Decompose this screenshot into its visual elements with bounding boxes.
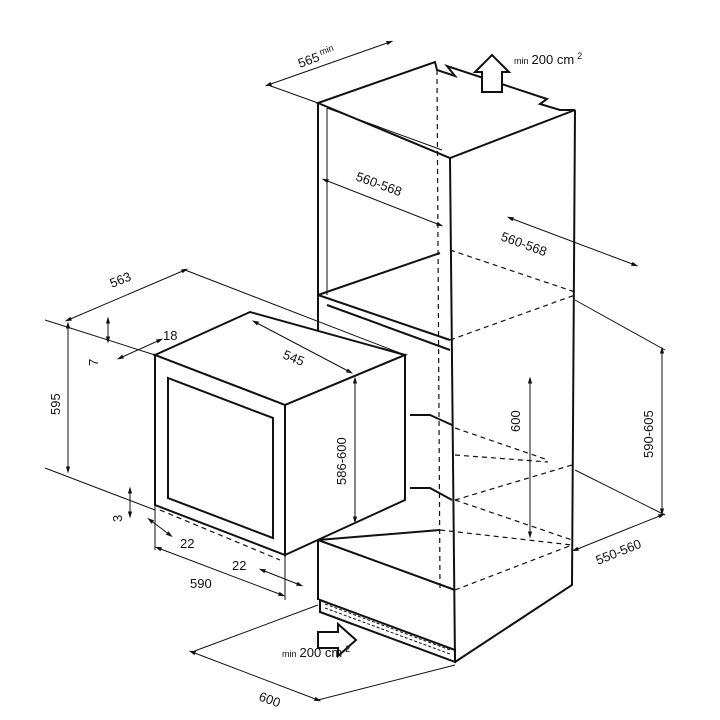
label-22-right: 22 (232, 558, 246, 573)
dim-560-568-top (321, 178, 444, 227)
label-560-568-side: 560-568 (499, 229, 549, 259)
dim-600-width (188, 650, 322, 702)
lower-shelf (410, 487, 453, 501)
label-600-width: 600 (257, 689, 283, 711)
label-550-560: 550-560 (594, 536, 644, 568)
label-590: 590 (190, 576, 212, 591)
label-3: 3 (110, 515, 125, 522)
label-565: 565min (296, 43, 337, 71)
cabinet-inner-top (326, 107, 443, 151)
dim-22-left (147, 517, 173, 538)
ext-line (317, 664, 456, 701)
label-22-left: 22 (180, 536, 194, 551)
dim-550-560 (571, 513, 666, 552)
dim-545 (251, 320, 354, 374)
vent-arrow-right-icon (317, 621, 358, 659)
dim-590 (154, 546, 286, 597)
ext-line (191, 604, 319, 653)
dim-560-568-side (506, 216, 639, 267)
dim-22-right (258, 568, 304, 587)
niche-top-rail (410, 414, 453, 426)
label-586-600: 586-600 (334, 437, 349, 485)
cabinet-bottom-hidden (439, 529, 573, 591)
upper-shelf-hidden (449, 249, 576, 341)
ext-line (574, 299, 666, 351)
plinth-slots (324, 603, 451, 655)
cabinet-top-face (315, 60, 576, 160)
plinth-grille (319, 598, 456, 664)
label-563: 563 (108, 269, 134, 291)
vent-arrow-up-icon (472, 53, 512, 93)
lower-shelf-hidden (454, 464, 573, 541)
label-18: 18 (163, 328, 177, 343)
cabinet-right-side (454, 109, 576, 663)
label-600-niche: 600 (508, 410, 523, 432)
niche-top-hidden (454, 427, 549, 463)
dimension-lines (44, 40, 666, 702)
ext-line (574, 469, 666, 516)
cabinet-front-right (449, 157, 456, 663)
ext-line (44, 467, 156, 511)
label-595: 595 (48, 393, 63, 415)
ext-line (267, 84, 319, 104)
ext-line (184, 269, 406, 356)
label-590-605: 590-605 (641, 410, 656, 458)
dim-565 (264, 40, 394, 87)
upper-shelf (317, 252, 451, 351)
dim-18 (116, 338, 164, 360)
oven-door-window (167, 376, 274, 540)
cabinet-back-edge-hidden (436, 69, 441, 591)
oven (152, 310, 409, 561)
cabinet-bottom (317, 529, 456, 591)
label-7: 7 (86, 359, 101, 366)
dim-563 (64, 268, 189, 322)
